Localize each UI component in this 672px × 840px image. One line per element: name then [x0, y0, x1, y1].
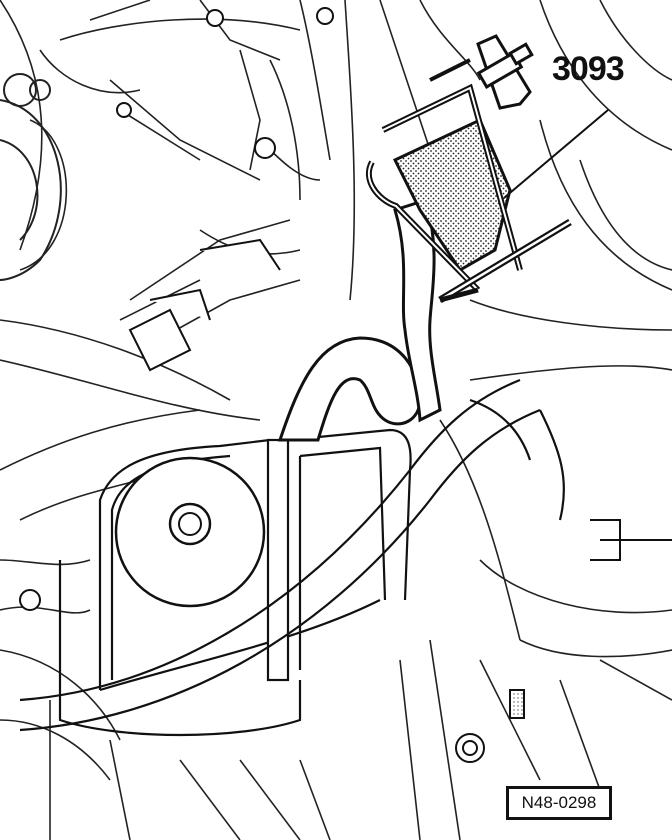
- bolt-heads: [19, 7, 485, 763]
- hose-clamp-tool-3093: [365, 34, 572, 304]
- pulley-top-left: [0, 73, 62, 281]
- mount-dome: [114, 456, 266, 608]
- coolant-hose: [277, 178, 442, 442]
- callout-leader-line: [503, 109, 609, 199]
- engine-mount-housing: [58, 428, 412, 737]
- wiring-connector: [128, 238, 281, 372]
- callout-label-3093: 3093: [552, 50, 625, 88]
- brace-band: [19, 378, 566, 732]
- figure-code-label: N48-0298: [506, 786, 612, 820]
- right-bracket: [509, 519, 672, 719]
